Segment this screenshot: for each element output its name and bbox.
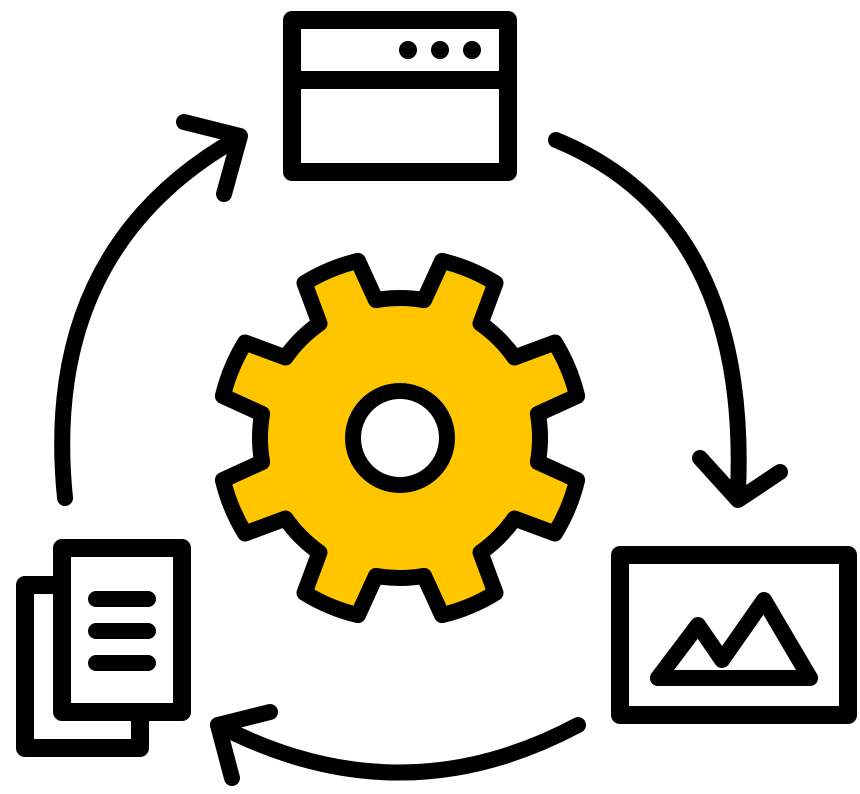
gear-icon — [214, 252, 586, 624]
documents-icon — [16, 539, 191, 757]
gear-hole — [345, 383, 455, 493]
cycle-arrow-icon — [54, 114, 788, 786]
image-icon — [611, 546, 857, 724]
browser-window-icon — [283, 11, 517, 181]
